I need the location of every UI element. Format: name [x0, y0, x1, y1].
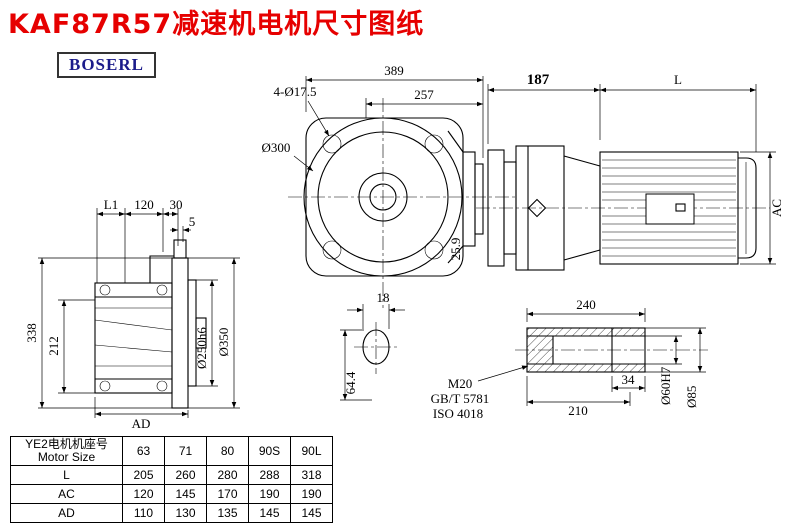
bolt-hole	[322, 240, 342, 260]
col-80: 80	[206, 435, 249, 467]
motor-nameplate	[645, 193, 695, 225]
dim-257-label: 257	[414, 87, 434, 102]
cell: 130	[164, 503, 207, 524]
cell: 318	[290, 465, 333, 486]
cell: 288	[248, 465, 291, 486]
bolt-hole	[424, 240, 444, 260]
cell: 280	[206, 465, 249, 486]
flange-side	[171, 257, 189, 409]
oil-plug	[527, 198, 547, 218]
dim-holes-label: 4-Ø17.5	[274, 84, 317, 99]
bolt-hole	[424, 134, 444, 154]
dim-34-label: 34	[622, 372, 636, 387]
table-row-L: L 205 260 280 288 318	[10, 465, 333, 486]
dim-350-label: Ø350	[216, 328, 231, 357]
page-title: KAF87R57减速机电机尺寸图纸	[8, 9, 425, 40]
motor-size-table: YE2电机机座号 Motor Size 63 71 80 90S 90L L 2…	[10, 435, 333, 524]
dim-187-label: 187	[527, 72, 550, 88]
cell: 170	[206, 484, 249, 505]
dim-30-label: 30	[170, 197, 183, 212]
cell: 145	[290, 503, 333, 524]
note-gb-label: GB/T 5781	[431, 391, 490, 406]
table-row-AD: AD 110 130 135 145 145	[10, 503, 333, 524]
dim-L1-label: L1	[104, 197, 118, 212]
col-90s: 90S	[248, 435, 291, 467]
dim-338-label: 338	[24, 323, 39, 343]
table-header-motor-size: YE2电机机座号 Motor Size	[10, 435, 123, 467]
dim-18-label: 18	[377, 290, 390, 305]
cell: 120	[122, 484, 165, 505]
table-row-AC: AC 120 145 170 190 190	[10, 484, 333, 505]
note-m20-label: M20	[448, 376, 473, 391]
housing-side	[94, 282, 173, 394]
dim-5-label: 5	[189, 214, 196, 229]
row-label-AC: AC	[10, 484, 123, 505]
dim-64-4-label: 64.4	[343, 371, 358, 394]
side-view: L1 120 30 5 338 212 AD Ø250h6 Ø350	[24, 197, 240, 431]
fan-cover	[738, 157, 757, 259]
note-iso-label: ISO 4018	[433, 406, 483, 421]
motor-view: 187 L AC	[476, 72, 784, 271]
shaft-detail: 240 34 210 Ø60H7 Ø85 M20 GB/T 5781 ISO 4…	[431, 297, 708, 421]
col-90l: 90L	[290, 435, 333, 467]
table-header-row: YE2电机机座号 Motor Size 63 71 80 90S 90L	[10, 435, 333, 467]
dim-flange-label: Ø300	[262, 140, 291, 155]
header-cn: YE2电机机座号	[25, 437, 108, 451]
motor-body	[599, 151, 739, 265]
cell: 145	[164, 484, 207, 505]
front-view: 389 257 4-Ø17.5 Ø300 25.9 18 64.4	[262, 63, 516, 401]
cell: 145	[248, 503, 291, 524]
dim-AD-label: AD	[132, 416, 151, 431]
cell: 260	[164, 465, 207, 486]
bolt-hole	[322, 134, 342, 154]
cell: 110	[122, 503, 165, 524]
dim-210-label: 210	[568, 403, 588, 418]
cell: 190	[248, 484, 291, 505]
cell: 205	[122, 465, 165, 486]
dim-212-label: 212	[46, 336, 61, 356]
row-label-AD: AD	[10, 503, 123, 524]
boserl-logo: BOSERL	[57, 52, 156, 78]
dim-AC-label: AC	[769, 199, 784, 217]
row-label-L: L	[10, 465, 123, 486]
flange-circle	[303, 117, 463, 277]
cell: 190	[290, 484, 333, 505]
dim-L-label: L	[674, 72, 682, 87]
header-en: Motor Size	[37, 450, 96, 465]
dim-389-label: 389	[384, 63, 404, 78]
dim-85-label: Ø85	[684, 386, 699, 408]
col-63: 63	[122, 435, 165, 467]
dim-250-label: Ø250h6	[194, 327, 209, 369]
dim-120-label: 120	[134, 197, 154, 212]
col-71: 71	[164, 435, 207, 467]
cell: 135	[206, 503, 249, 524]
dim-25-9-label: 25.9	[448, 238, 463, 261]
dim-60-label: Ø60H7	[658, 366, 673, 405]
dim-240-label: 240	[576, 297, 596, 312]
